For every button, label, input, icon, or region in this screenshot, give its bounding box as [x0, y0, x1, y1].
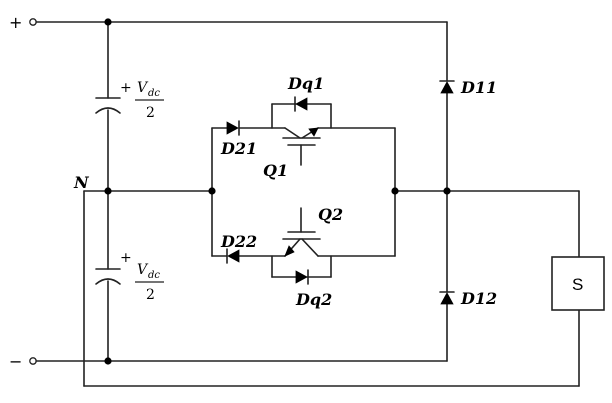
capacitor-upper-symbol: V [137, 80, 149, 96]
diode-d22 [226, 248, 240, 264]
capacitor-lower [95, 268, 121, 285]
neutral-label: N [73, 173, 90, 192]
label-dq2: Dq2 [295, 290, 332, 309]
load-label: S [572, 275, 583, 294]
positive-terminal: + [9, 13, 37, 32]
junction-dots [104, 18, 451, 365]
capacitor-upper-label: + V dc 2 [120, 80, 164, 121]
capacitor-upper-denominator: 2 [146, 105, 155, 121]
igbt-q1 [282, 127, 321, 166]
label-d11: D11 [460, 78, 497, 97]
output-wire [446, 190, 580, 258]
label-q2: Q2 [318, 205, 343, 224]
igbt-q2 [282, 207, 321, 257]
capacitor-lower-subscript: dc [148, 270, 160, 281]
diode-d21 [226, 120, 240, 136]
label-d22: D22 [220, 232, 257, 251]
label-d12: D12 [460, 289, 497, 308]
label-dq1: Dq1 [287, 74, 324, 93]
capacitor-lower-label: + V dc 2 [120, 250, 164, 303]
label-d21: D21 [220, 139, 257, 158]
capacitor-lower-sign: + [120, 250, 132, 266]
diode-d12 [439, 291, 455, 305]
negative-terminal: − [9, 352, 37, 371]
diode-d11 [439, 80, 455, 94]
capacitor-upper [95, 97, 121, 114]
diode-dq1 [271, 96, 332, 129]
capacitor-lower-symbol: V [137, 262, 149, 278]
capacitor-upper-sign: + [120, 80, 132, 96]
load-box: S [551, 256, 605, 311]
negative-terminal-label: − [9, 352, 22, 371]
capacitor-upper-subscript: dc [148, 88, 160, 99]
capacitor-lower-denominator: 2 [146, 287, 155, 303]
positive-terminal-label: + [9, 13, 22, 32]
neutral-return-wire [83, 190, 580, 387]
diode-dq2 [271, 255, 332, 285]
label-q1: Q1 [263, 161, 288, 180]
